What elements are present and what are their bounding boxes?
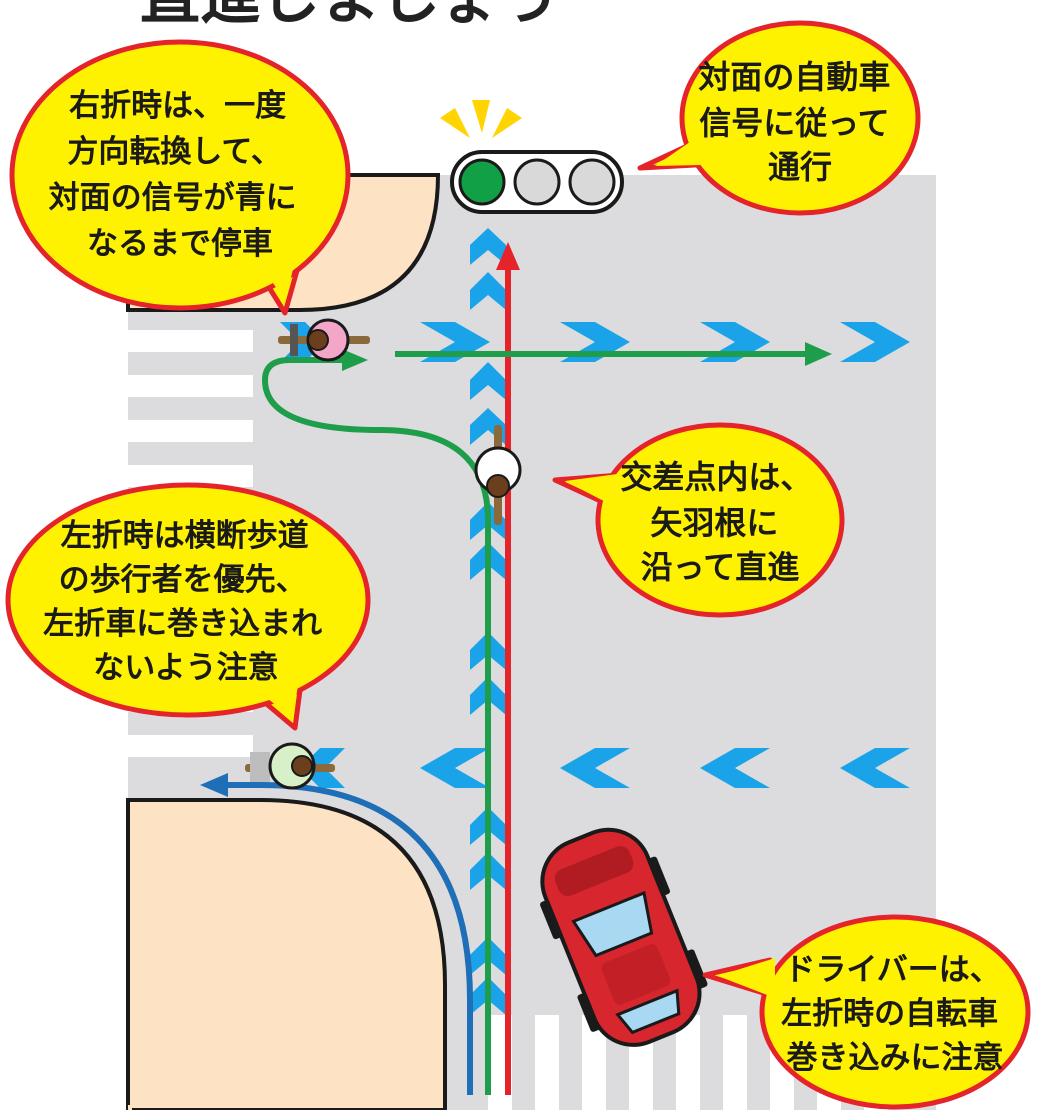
cyclist-left-turn-icon [245,742,335,790]
bubble-left-turn-line-1: 左折時は横断歩道 [61,518,309,554]
heading: 直進しましょう [140,0,560,33]
bubble-signal-line-1: 対面の自動車 [698,58,890,96]
bubble-right-turn-line-4: なるまで停車 [87,226,273,262]
sidewalk-bottom-left [126,798,447,1110]
bubble-right-turn: 右折時は、一度 方向転換して、 対面の信号が青に なるまで停車 [9,39,351,316]
bubble-left-turn: 左折時は横断歩道 の歩行者を優先、 左折車に巻き込まれ ないよう注意 [5,482,371,731]
svg-text:対面の自動車 信号に従って 通行: 対面の自動車 信号に従って 通行 [698,58,901,186]
cyclist-waiting-icon [278,318,370,362]
bubble-intersection-line-1: 交差点内は、 [620,458,812,496]
bubble-right-turn-line-1: 右折時は、一度 [69,88,286,124]
bubble-intersection: 交差点内は、 矢羽根に 沿って直進 [552,422,845,618]
bubble-right-turn-line-3: 対面の信号が青に [49,180,297,216]
signal-green-light [458,158,506,206]
bubble-driver-line-3: 巻き込みに注意 [787,1040,1004,1076]
bubble-intersection-line-3: 沿って直進 [641,548,799,586]
bubble-left-turn-line-2: の歩行者を優先、 [59,562,307,598]
bubble-signal: 対面の自動車 信号に従って 通行 [637,20,921,216]
svg-text:左折時は横断歩道 の歩行者を優先、: 左折時は横断歩道 の歩行者を優先、 左折車に巻き込まれ ないよう注意 [43,518,333,686]
car-icon [540,827,708,1047]
traffic-signal [440,100,624,214]
signal-glow-icon [440,100,522,138]
bubble-driver-line-2: 左折時の自転車 [781,996,998,1032]
signal-yellow-light [513,158,561,206]
bubble-driver: ドライバーは、 左折時の自転車 巻き込みに注意 [702,914,1031,1110]
svg-text:交差点内は、 矢羽根に 沿って直進: 交差点内は、 矢羽根に 沿って直進 [620,458,823,586]
bubble-left-turn-line-3: 左折車に巻き込まれ [43,606,322,642]
bubble-intersection-line-2: 矢羽根に [650,504,778,542]
bubble-right-turn-line-2: 方向転換して、 [67,134,282,170]
bubble-signal-line-3: 通行 [768,148,832,186]
bubble-signal-line-2: 信号に従って [699,104,889,142]
svg-text:右折時は、一度 方向転換して、 対面: 右折時は、一度 方向転換して、 対面の信号が青に なるまで停車 [49,88,308,262]
bubble-left-turn-line-4: ないよう注意 [93,650,278,686]
bubble-driver-line-1: ドライバーは、 [784,952,1000,988]
right-turn-path [261,342,832,1095]
signal-red-light [568,158,616,206]
cyclist-straight-icon [474,425,522,525]
svg-text:ドライバーは、 左折時の自転車 巻き: ドライバーは、 左折時の自転車 巻き込みに注意 [781,952,1011,1076]
straight-path [496,242,520,1095]
